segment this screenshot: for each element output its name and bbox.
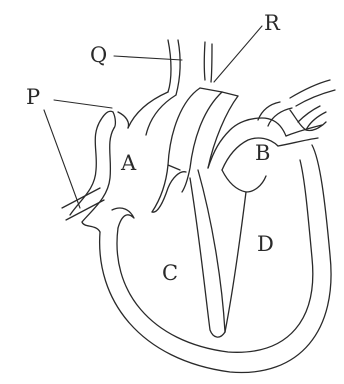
vessel-r (152, 88, 238, 212)
label-a: A (120, 151, 137, 175)
septum (190, 170, 246, 337)
leader-p-upper (54, 100, 112, 108)
label-q: Q (90, 43, 107, 67)
great-vessels (118, 40, 212, 135)
label-d: D (257, 232, 274, 256)
leader-r (214, 26, 262, 82)
label-c: C (162, 261, 178, 285)
leader-q (114, 56, 182, 60)
label-r: R (264, 11, 281, 35)
label-p: P (26, 85, 40, 109)
pulmonary-veins (290, 80, 335, 131)
heart-outer-wall (100, 145, 331, 373)
leader-p-lower (44, 110, 80, 208)
label-b: B (255, 141, 270, 165)
